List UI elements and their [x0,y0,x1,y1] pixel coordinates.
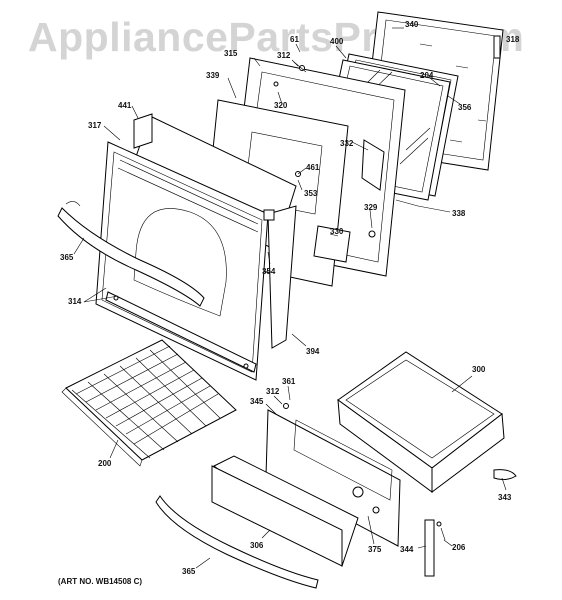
callout-400: 400 [330,37,344,46]
callout-314: 314 [68,297,82,306]
callout-356: 356 [458,103,472,112]
callout-354: 354 [262,267,276,276]
callout-200: 200 [98,459,112,468]
callout-306: 306 [250,541,264,550]
callout-315: 315 [224,49,238,58]
small-parts [424,469,517,577]
drawer-front-inner [265,403,401,547]
callout-300: 300 [472,365,486,374]
callout-320: 320 [274,101,288,110]
callout-339: 339 [206,71,220,80]
callout-343: 343 [498,493,512,502]
callout-375: 375 [368,545,382,554]
callout-312-lower: 312 [266,387,280,396]
callout-61: 61 [290,35,299,44]
callout-461: 461 [306,163,320,172]
callout-338: 338 [452,209,466,218]
callout-329: 329 [364,203,378,212]
callout-317: 317 [88,121,102,130]
art-number: (ART NO. WB14508 C) [58,577,143,586]
door-bottom-strip [105,291,257,373]
oven-door-front [95,113,297,381]
callout-361: 361 [282,377,296,386]
callout-204: 204 [420,71,434,80]
callout-330: 330 [330,227,344,236]
callout-365-upper: 365 [60,253,74,262]
callout-344: 344 [400,545,414,554]
callout-332: 332 [340,139,354,148]
callout-206: 206 [452,543,466,552]
callout-353: 353 [304,189,318,198]
callout-365-lower: 365 [182,567,196,576]
callout-340: 340 [405,20,419,29]
storage-drawer [337,351,505,493]
door-handle [57,201,205,307]
leader-lines [73,27,507,569]
callout-394: 394 [306,347,320,356]
callout-312-upper: 312 [277,51,291,60]
callout-labels: 340 318 61 315 312 400 204 339 356 320 4… [60,20,520,576]
oven-rack [61,339,237,467]
callout-345: 345 [250,397,264,406]
callout-441: 441 [118,101,132,110]
drawer-handle [155,495,319,589]
drawer-front-panel [211,455,359,567]
callout-318: 318 [506,35,520,44]
